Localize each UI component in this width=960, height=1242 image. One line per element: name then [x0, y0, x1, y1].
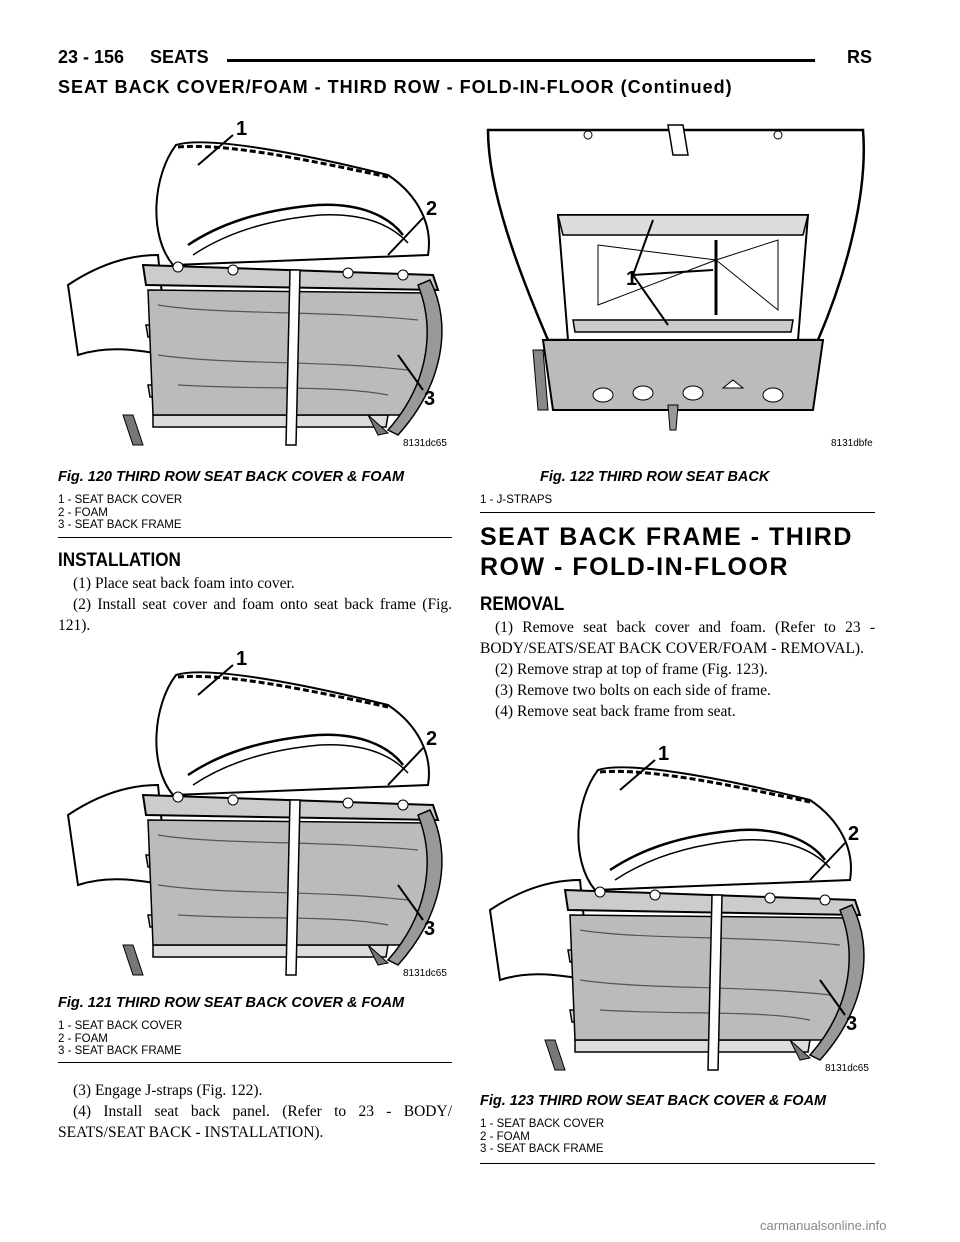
section-title-line-1: SEAT BACK FRAME - THIRD	[480, 523, 853, 551]
legend-item: 3 - SEAT BACK FRAME	[58, 519, 182, 531]
figure-122-illustration	[486, 124, 865, 431]
section-code: RS	[847, 47, 873, 67]
divider	[480, 1163, 875, 1164]
figure-code: 8131dbfe	[831, 438, 873, 449]
figure-121-illustration	[66, 664, 444, 977]
figure-123-illustration	[488, 759, 866, 1072]
callout-2: 2	[426, 728, 438, 750]
step-2: (2) Remove strap at top of frame (Fig. 1…	[495, 661, 768, 678]
legend-item: 1 - SEAT BACK COVER	[480, 1118, 605, 1130]
step-2: (2) Install seat cover and foam onto sea…	[58, 596, 452, 634]
legend-item: 2 - FOAM	[480, 1130, 530, 1143]
legend-item: 3 - SEAT BACK FRAME	[58, 1045, 182, 1057]
figure-code: 8131dc65	[825, 1063, 869, 1074]
callout-3: 3	[424, 388, 436, 410]
step-4: (4) Remove seat back frame from seat.	[495, 703, 736, 720]
callout-1: 1	[658, 743, 670, 765]
installation-heading: INSTALLATION	[58, 550, 181, 571]
figure-code: 8131dc65	[403, 438, 447, 449]
legend-item: 1 - SEAT BACK COVER	[58, 1020, 183, 1032]
divider	[58, 1062, 452, 1063]
section-title: SEAT BACK FRAME - THIRD ROW - FOLD-IN-FL…	[480, 522, 853, 582]
step-3: (3) Engage J-straps (Fig. 122).	[73, 1082, 263, 1099]
step-1: (1) Remove seat back cover and foam. (Re…	[480, 619, 875, 657]
figure-122-caption: Fig. 122 THIRD ROW SEAT BACK	[540, 469, 770, 485]
callout-2: 2	[848, 823, 860, 845]
step-3: (3) Remove two bolts on each side of fra…	[495, 682, 771, 699]
figure-120-illustration	[66, 134, 444, 447]
figure-121: 1 2 3 8131dc65	[58, 640, 450, 985]
installation-steps: (1) Place seat back foam into cover. (2)…	[58, 573, 452, 636]
section-title-line-2: ROW - FOLD-IN-FLOOR	[480, 553, 789, 581]
figure-120-legend: 1 - SEAT BACK COVER 2 - FOAM 3 - SEAT BA…	[58, 494, 182, 532]
figure-121-legend: 1 - SEAT BACK COVER 2 - FOAM 3 - SEAT BA…	[58, 1020, 182, 1058]
divider	[58, 537, 452, 538]
legend-item: 1 - SEAT BACK COVER	[58, 494, 183, 506]
figure-120: 1 2 3 8131dc65	[58, 110, 450, 455]
callout-1: 1	[236, 648, 248, 670]
legend-item: 2 - FOAM	[58, 1032, 108, 1045]
header-rule	[227, 59, 815, 62]
removal-heading: REMOVAL	[480, 594, 565, 615]
figure-121-caption: Fig. 121 THIRD ROW SEAT BACK COVER & FOA…	[58, 995, 405, 1011]
callout-1: 1	[626, 268, 638, 290]
figure-120-caption: Fig. 120 THIRD ROW SEAT BACK COVER & FOA…	[58, 469, 405, 485]
figure-122: 1 8131dbfe	[478, 110, 878, 455]
installation-steps-continued: (3) Engage J-straps (Fig. 122). (4) Inst…	[58, 1080, 452, 1143]
step-1: (1) Place seat back foam into cover.	[73, 575, 295, 592]
page-subtitle: SEAT BACK COVER/FOAM - THIRD ROW - FOLD-…	[58, 77, 733, 97]
step-4: (4) Install seat back panel. (Refer to 2…	[58, 1103, 452, 1141]
callout-2: 2	[426, 198, 438, 220]
figure-123-legend: 1 - SEAT BACK COVER 2 - FOAM 3 - SEAT BA…	[480, 1118, 604, 1156]
legend-item: 2 - FOAM	[58, 506, 108, 519]
figure-code: 8131dc65	[403, 968, 447, 979]
figure-122-legend: 1 - J-STRAPS	[480, 494, 552, 507]
divider	[480, 512, 875, 513]
figure-123: 1 2 3 8131dc65	[480, 735, 875, 1080]
page-number: 23 - 156	[58, 47, 125, 67]
callout-3: 3	[424, 918, 436, 940]
figure-123-caption: Fig. 123 THIRD ROW SEAT BACK COVER & FOA…	[480, 1093, 827, 1109]
removal-steps: (1) Remove seat back cover and foam. (Re…	[480, 617, 875, 722]
section-name: SEATS	[150, 47, 209, 67]
legend-item: 1 - J-STRAPS	[480, 494, 553, 506]
callout-1: 1	[236, 118, 248, 140]
callout-3: 3	[846, 1013, 858, 1035]
legend-item: 3 - SEAT BACK FRAME	[480, 1143, 604, 1155]
watermark: carmanualsonline.info	[760, 1218, 887, 1233]
